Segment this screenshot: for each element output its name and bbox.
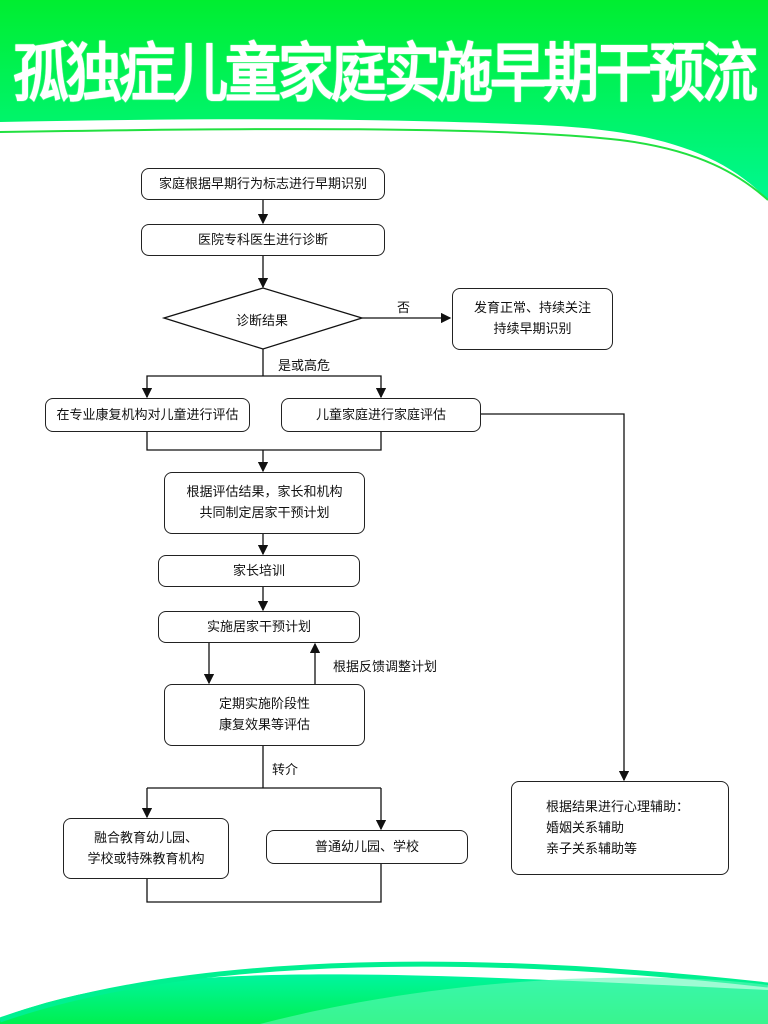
node-text: 婚姻关系辅助 [546, 820, 625, 836]
node-text: 医院专科医生进行诊断 [197, 232, 328, 248]
node-inclusive-education: 融合教育幼儿园、 学校或特殊教育机构 [63, 818, 229, 879]
node-implement-plan: 实施居家干预计划 [158, 611, 360, 643]
node-text: 康复效果等评估 [218, 718, 310, 733]
node-text: 家庭根据早期行为标志进行早期识别 [158, 176, 367, 192]
node-text: 儿童家庭进行家庭评估 [315, 407, 446, 423]
node-intervention-plan: 根据评估结果，家长和机构 共同制定居家干预计划 [164, 472, 365, 534]
node-text: 持续早期识别 [493, 322, 572, 337]
node-institution-evaluation: 在专业康复机构对儿童进行评估 [45, 398, 250, 432]
label-no: 否 [397, 301, 411, 316]
node-text: 亲子关系辅助等 [546, 841, 638, 857]
node-parent-training: 家长培训 [158, 555, 360, 587]
node-text: 融合教育幼儿园、 [93, 830, 198, 846]
node-periodic-evaluation: 定期实施阶段性 康复效果等评估 [164, 684, 365, 746]
node-text: 在专业康复机构对儿童进行评估 [56, 407, 239, 423]
label-referral: 转介 [272, 763, 299, 778]
label-feedback-adjust: 根据反馈调整计划 [333, 660, 438, 675]
node-early-identification: 家庭根据早期行为标志进行早期识别 [141, 168, 385, 200]
node-text: 普通幼儿园、学校 [314, 839, 419, 855]
decision-diagnosis-result: 诊断结果 [236, 314, 289, 329]
node-hospital-diagnosis: 医院专科医生进行诊断 [141, 224, 385, 256]
label-yes-high-risk: 是或高危 [278, 359, 331, 374]
node-family-evaluation: 儿童家庭进行家庭评估 [281, 398, 481, 432]
node-text: 实施居家干预计划 [206, 619, 311, 635]
node-text: 发育正常、持续关注 [473, 301, 591, 316]
node-normal-development: 发育正常、持续关注 持续早期识别 [452, 288, 613, 350]
node-text: 根据评估结果，家长和机构 [186, 485, 343, 500]
node-text: 共同制定居家干预计划 [199, 506, 330, 521]
node-text: 学校或特殊教育机构 [87, 851, 205, 867]
node-text: 根据结果进行心理辅助： [546, 799, 690, 815]
node-regular-school: 普通幼儿园、学校 [266, 830, 468, 864]
node-text: 家长培训 [232, 563, 285, 579]
node-text: 定期实施阶段性 [218, 697, 310, 712]
node-psychological-support: 根据结果进行心理辅助： 婚姻关系辅助 亲子关系辅助等 [511, 781, 729, 875]
